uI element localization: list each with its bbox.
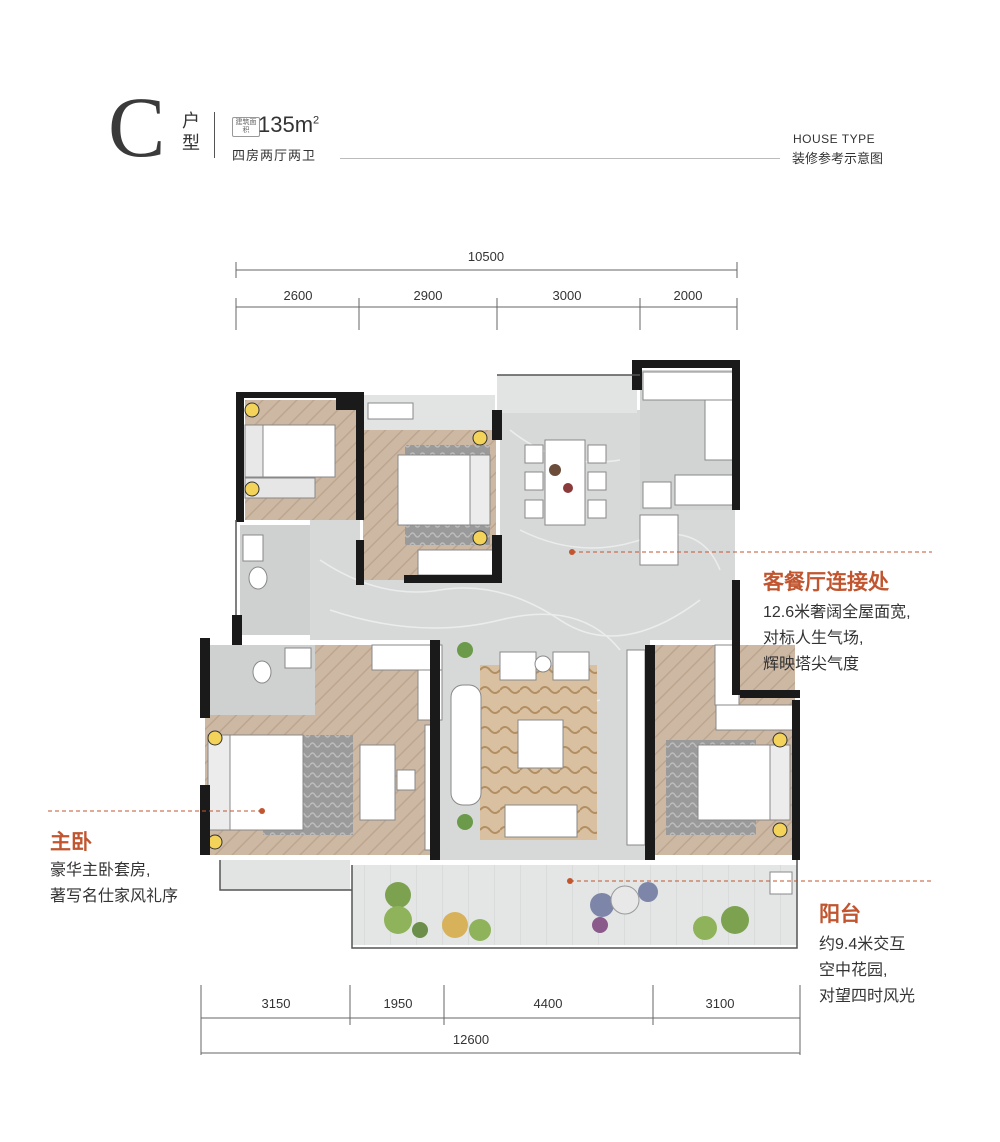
decor-accents <box>457 464 658 933</box>
living-annotation-title: 客餐厅连接处 <box>763 571 889 594</box>
balcony-desc-line: 对望四时风光 <box>819 988 916 1005</box>
dim-bottom-seg-1: 3150 <box>261 996 291 1011</box>
house-type-en: HOUSE TYPE <box>793 132 876 146</box>
lamp-icons <box>207 402 788 850</box>
area-unit: 2 <box>313 114 320 127</box>
balcony-annotation-title: 阳台 <box>819 903 861 926</box>
top-dimension-lines <box>235 262 738 330</box>
master-desc-line: 豪华主卧套房, <box>50 862 151 879</box>
area-label: 建筑面积 <box>232 117 260 137</box>
annotation-dots <box>259 549 575 884</box>
house-type-letter: C <box>108 79 166 175</box>
dim-bottom-seg-3: 4400 <box>533 996 563 1011</box>
outline-walls <box>219 374 798 949</box>
house-type-cn: 装修参考示意图 <box>792 151 884 166</box>
dim-top-seg-3: 3000 <box>552 288 582 303</box>
master-desc-line: 著写名仕家风礼序 <box>50 888 179 905</box>
balcony-desc-line: 约9.4米交互 <box>819 936 906 953</box>
balcony-plants <box>384 882 749 941</box>
dim-top-total: 10500 <box>467 249 505 264</box>
walls <box>200 360 800 860</box>
house-type-word: 户型 <box>182 111 200 153</box>
area-number: 135m <box>258 112 314 137</box>
dim-top-seg-1: 2600 <box>283 288 313 303</box>
living-desc-line: 12.6米奢阔全屋面宽, <box>763 604 911 621</box>
dim-bottom-total: 12600 <box>452 1032 490 1047</box>
dim-bottom-seg-2: 1950 <box>383 996 413 1011</box>
living-desc-line: 辉映塔尖气度 <box>763 656 860 673</box>
balcony-desc-line: 空中花园, <box>819 962 888 979</box>
dim-top-seg-4: 2000 <box>673 288 703 303</box>
living-annotation-desc: 12.6米奢阔全屋面宽, 对标人生气场, 辉映塔尖气度 <box>763 600 911 678</box>
dim-bottom-seg-4: 3100 <box>705 996 735 1011</box>
living-desc-line: 对标人生气场, <box>763 630 864 647</box>
balcony-annotation-desc: 约9.4米交互 空中花园, 对望四时风光 <box>819 932 915 1010</box>
area-value: 135m2 <box>258 112 319 138</box>
header-rule <box>340 158 780 159</box>
master-annotation-desc: 豪华主卧套房, 著写名仕家风礼序 <box>50 858 178 910</box>
room-config: 四房两厅两卫 <box>232 148 317 163</box>
header-separator <box>214 112 215 158</box>
bottom-dimension-lines <box>200 985 801 1055</box>
annotation-leaders <box>48 551 932 882</box>
master-annotation-title: 主卧 <box>50 831 92 854</box>
dim-top-seg-2: 2900 <box>413 288 443 303</box>
